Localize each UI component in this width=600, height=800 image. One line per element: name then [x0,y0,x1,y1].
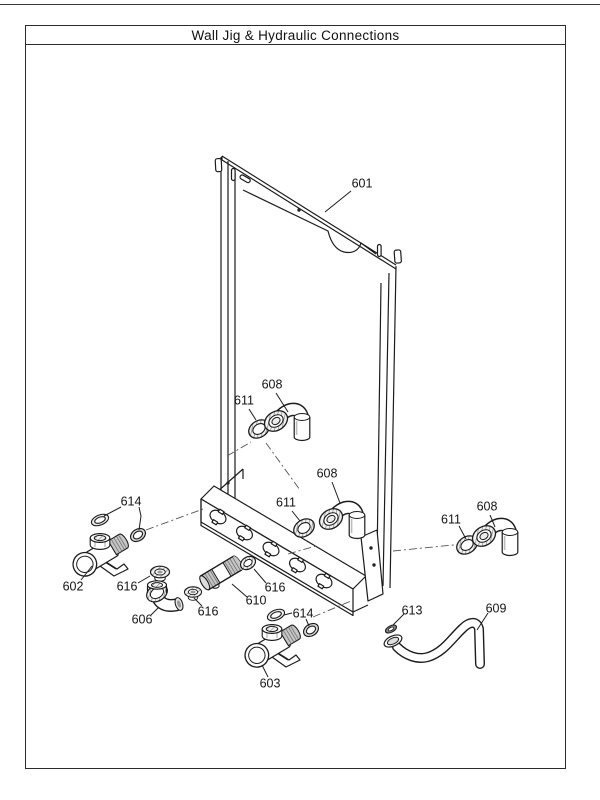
panel-slot-top-right [376,243,382,258]
elbow-fitting-608-middle [316,505,365,539]
assembly-centrelines [145,441,464,618]
callout-603: 603 [260,677,281,691]
callout-610: 610 [246,594,267,608]
callout-616-c: 616 [265,581,286,595]
panel-slot-angled [239,174,251,184]
callout-602: 602 [63,580,84,594]
plate-hole-upper [369,546,373,550]
callout-labels: 601 608 611 608 611 608 611 614 602 616 … [63,177,507,691]
top-hat-washer-616-b [183,586,203,601]
washer-614-left [127,525,149,545]
panel-hole [297,208,301,212]
manifold-bracket [200,485,384,617]
plate-hole-lower [372,563,376,567]
callout-616-a: 616 [117,580,138,594]
top-hat-washer-616-a [149,565,171,582]
leader-lines [80,190,496,678]
callout-614-left: 614 [121,495,142,509]
callout-606: 606 [132,613,153,627]
callout-608-right: 608 [477,500,498,514]
wall-jig-panel [214,155,402,589]
bracket-right-plate [360,529,384,602]
callout-609: 609 [486,602,507,616]
panel-slot-top-left [230,167,236,182]
callout-611-middle: 611 [276,496,296,510]
union-connector-610 [199,555,243,591]
callout-611-upper: 611 [234,394,254,408]
panel-tab-top-right [393,249,402,264]
gusset-hole [226,481,230,485]
washer-614-right [300,620,322,640]
callout-608-middle: 608 [317,467,338,481]
isolating-valve-602 [68,528,133,582]
callout-616-b: 616 [198,605,219,619]
callout-613: 613 [402,604,423,618]
clip-613 [384,624,398,634]
elbow-fitting-608-upper [261,407,310,441]
title-bar: Wall Jig & Hydraulic Connections [26,26,565,45]
condensate-pipe-609 [383,617,485,669]
callout-614-right: 614 [293,607,314,621]
callout-608-upper: 608 [262,378,283,392]
panel-tab-top-left [214,157,223,173]
isolating-valve-603 [240,619,305,673]
top-rule [0,4,600,5]
bracket-cutouts [209,508,333,590]
callout-611-right: 611 [441,513,461,527]
elbow-connector-606 [146,580,184,612]
callout-601: 601 [352,177,373,191]
elbow-fitting-608-right [469,522,518,556]
o-ring-614-right [265,606,287,624]
page-title: Wall Jig & Hydraulic Connections [191,27,400,43]
diagram-frame: Wall Jig & Hydraulic Connections [25,25,566,769]
